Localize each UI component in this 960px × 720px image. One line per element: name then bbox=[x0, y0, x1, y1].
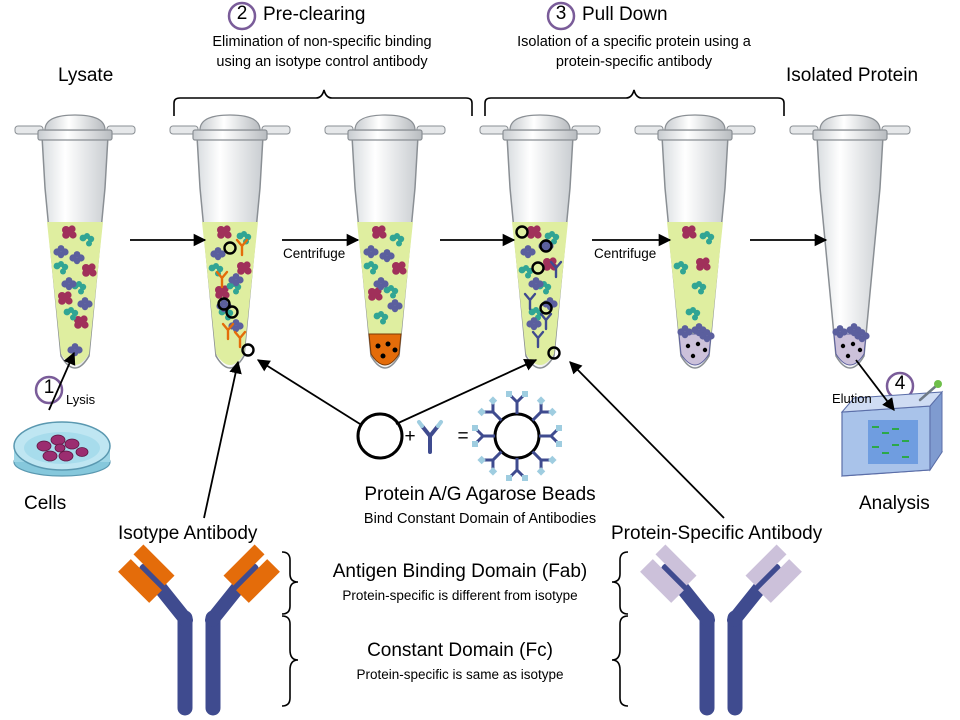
step-3-number: 3 bbox=[555, 3, 567, 24]
plus-sign: + bbox=[404, 426, 416, 447]
step-3-title: Pull Down bbox=[582, 4, 668, 25]
fc-desc: Protein-specific is same as isotype bbox=[356, 667, 564, 682]
tube-isolated-protein bbox=[789, 114, 911, 369]
fc-title: Constant Domain (Fc) bbox=[367, 640, 553, 661]
step-4-number: 4 bbox=[894, 373, 906, 394]
equals-sign: = bbox=[457, 426, 469, 447]
antibody-small bbox=[417, 420, 443, 454]
isolated-protein-label: Isolated Protein bbox=[786, 65, 919, 86]
centrifuge-label-2: Centrifuge bbox=[594, 246, 657, 261]
domain-brackets bbox=[281, 551, 629, 707]
beads-subtitle: Bind Constant Domain of Antibodies bbox=[363, 511, 597, 527]
step-3-desc-line1: Isolation of a specific protein using a bbox=[517, 34, 751, 50]
bead-coated bbox=[470, 389, 562, 483]
brace-pulldown bbox=[484, 89, 785, 116]
isotype-antibody-large bbox=[118, 544, 280, 716]
step-2-desc-line2: using an isotype control antibody bbox=[216, 54, 428, 70]
beads-title: Protein A/G Agarose Beads bbox=[364, 484, 596, 505]
centrifuge-label-1: Centrifuge bbox=[283, 246, 346, 261]
cells-label: Cells bbox=[24, 493, 67, 514]
step-1-number: 1 bbox=[43, 377, 55, 398]
connector-arrows bbox=[48, 351, 895, 519]
step-2-desc-line1: Elimination of non-specific binding bbox=[212, 34, 432, 50]
fab-title: Antigen Binding Domain (Fab) bbox=[332, 561, 588, 582]
lysis-label: Lysis bbox=[66, 392, 96, 407]
elution-label: Elution bbox=[832, 391, 872, 406]
tube-lysate bbox=[14, 114, 136, 369]
petri-dish bbox=[13, 421, 111, 477]
step-2-number: 2 bbox=[236, 3, 248, 24]
tube-pulldown-mix bbox=[479, 114, 601, 369]
step-3-desc-line2: protein-specific antibody bbox=[555, 54, 713, 70]
analysis-label: Analysis bbox=[859, 493, 930, 514]
fab-desc: Protein-specific is different from isoty… bbox=[342, 588, 578, 603]
gel-box bbox=[840, 380, 944, 477]
tube-pulldown-centrifuged bbox=[634, 114, 756, 369]
tube-preclear-centrifuged bbox=[324, 114, 446, 369]
bead-plain bbox=[356, 412, 404, 460]
isotype-antibody-label: Isotype Antibody bbox=[118, 523, 258, 544]
tube-preclear-mix bbox=[169, 114, 291, 369]
protein-specific-antibody-large bbox=[640, 544, 802, 716]
step-2-title: Pre-clearing bbox=[263, 4, 366, 25]
protein-specific-antibody-label: Protein-Specific Antibody bbox=[611, 523, 823, 544]
lysate-label: Lysate bbox=[58, 65, 114, 86]
brace-preclearing bbox=[173, 89, 473, 116]
